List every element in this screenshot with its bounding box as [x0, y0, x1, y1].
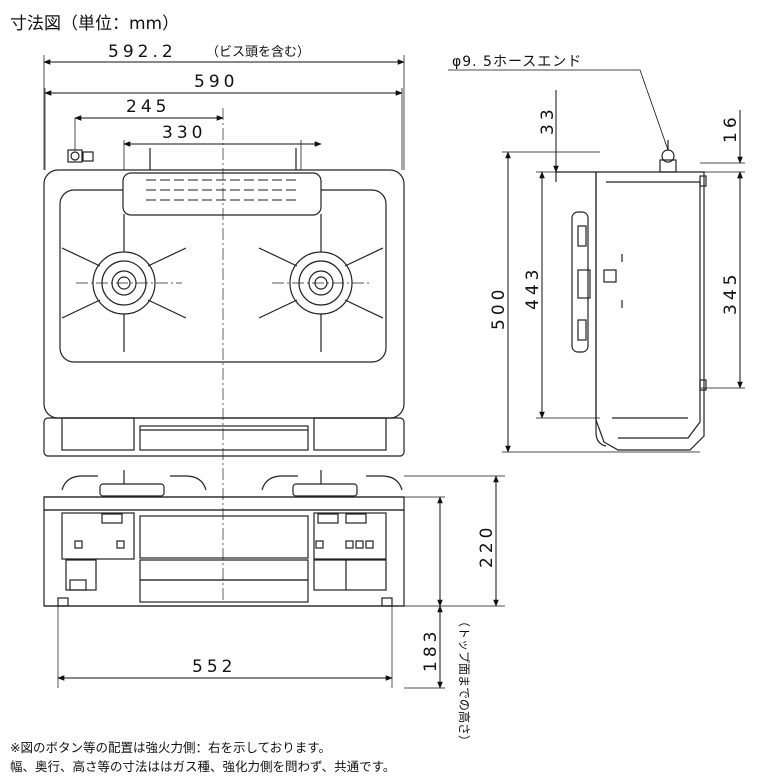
side-rear-offset-label: 16 — [721, 113, 741, 143]
hose-end-label: φ9. 5ホースエンド — [452, 54, 582, 70]
vent-grille — [146, 179, 296, 201]
depth-top-label: 443 — [523, 266, 543, 310]
side-top-offset-label: 33 — [538, 105, 558, 135]
gas-inlet-icon — [67, 118, 94, 163]
depth-inner-label: 345 — [721, 271, 741, 315]
width-with-screws-label: 592.2 — [108, 42, 177, 62]
top-view — [43, 55, 405, 457]
width-with-screws-note: （ビス頭を含む） — [206, 44, 310, 60]
front-height-label: 220 — [477, 524, 497, 568]
burner-spacing-label: 330 — [162, 123, 206, 143]
front-view — [43, 470, 405, 607]
note-line-1: ※図のボタン等の配置は強火力側：右を示しております。 — [10, 740, 331, 755]
page-title: 寸法図（単位：mm） — [10, 14, 180, 34]
width-label: 590 — [194, 72, 238, 92]
gas-inlet-offset-label: 245 — [126, 97, 170, 117]
depth-total-label: 500 — [489, 286, 509, 330]
bottom-width-label: 552 — [192, 657, 236, 677]
hose-end-icon — [659, 140, 677, 173]
center-lines — [76, 108, 372, 600]
side-view — [555, 140, 707, 451]
left-burner-icon — [61, 214, 187, 352]
top-height-label: 183 — [421, 628, 441, 672]
note-line-2: 幅、奥行、高さ等の寸法ははガス種、強化力側を問わず、共通です。 — [10, 759, 396, 774]
top-height-note: （トップ面までの高さ） — [457, 615, 472, 747]
